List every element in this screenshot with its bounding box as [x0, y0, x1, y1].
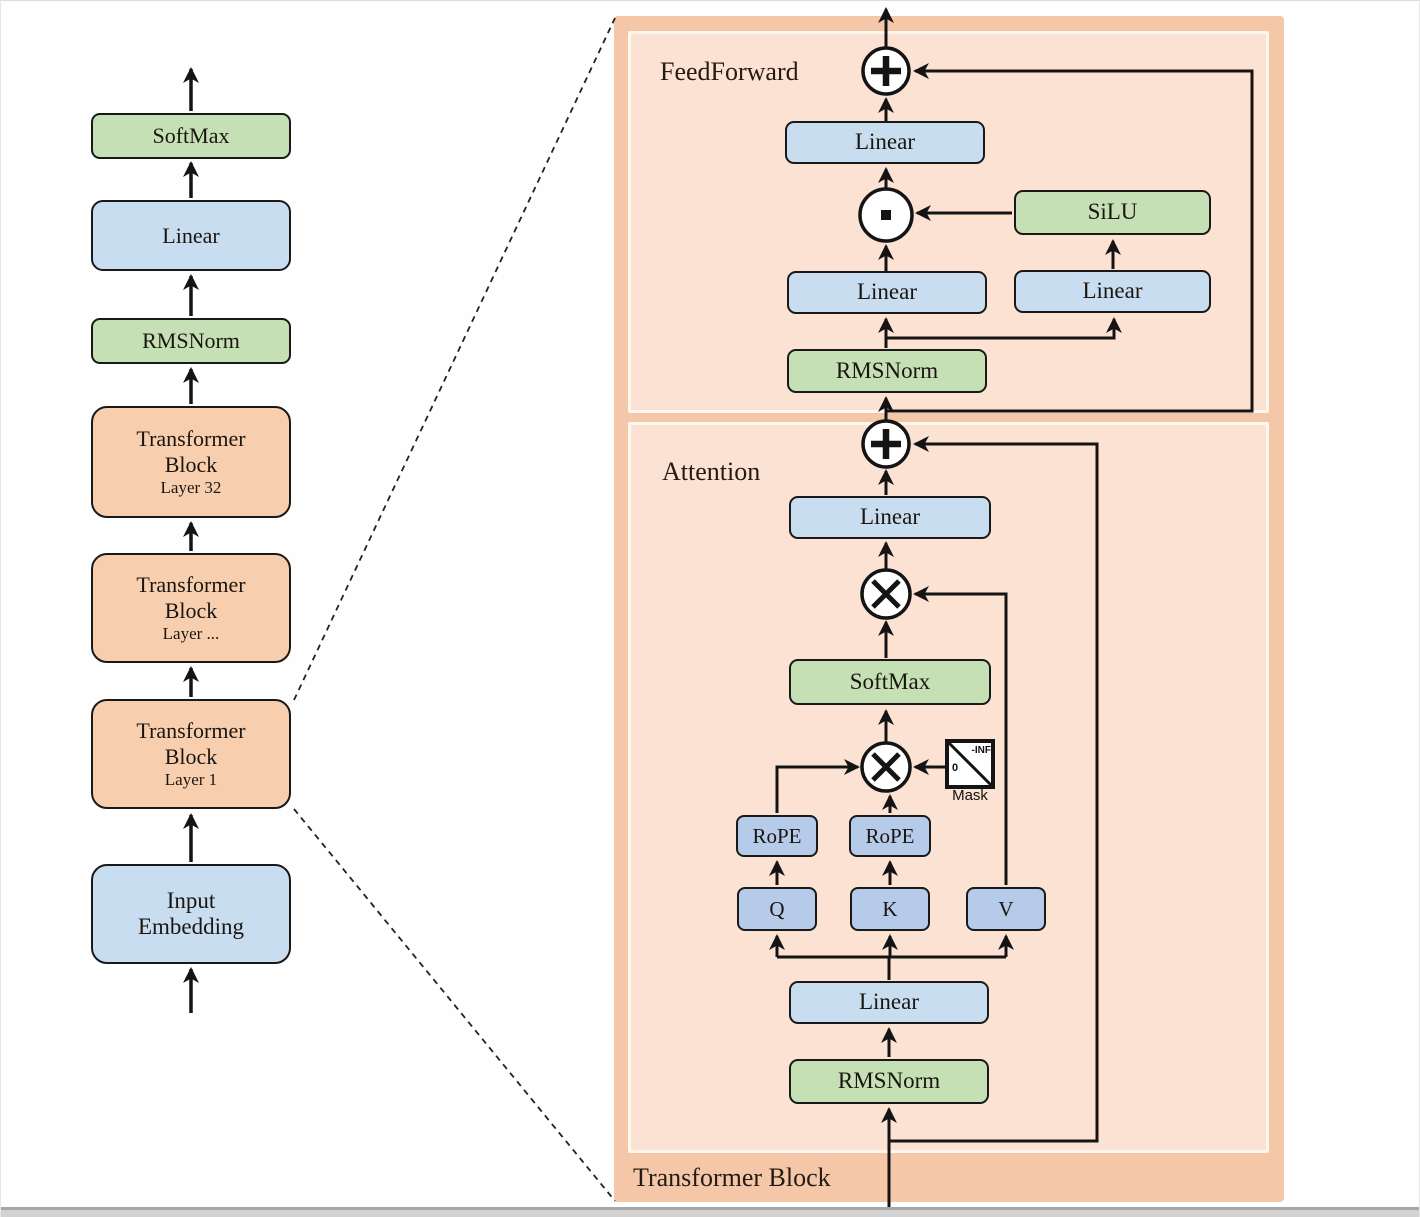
- box-label: K: [882, 896, 898, 921]
- box-label: Linear: [162, 222, 220, 248]
- window-frame-bottom: [1, 1207, 1419, 1217]
- mask-icon: [945, 739, 995, 789]
- attn-q: Q: [737, 887, 817, 931]
- layer-label: Layer 1: [164, 770, 218, 790]
- box-label: RMSNorm: [142, 328, 240, 354]
- box-label: Block: [164, 597, 218, 623]
- ff-silu: SiLU: [1014, 190, 1211, 235]
- pipeline-linear: Linear: [91, 200, 291, 271]
- pipeline-transformer-block-middle: Transformer Block Layer ...: [91, 553, 291, 663]
- layer-label: Layer 32: [160, 478, 222, 498]
- attention-wires: [769, 436, 1099, 1217]
- pipeline-transformer-block-32: Transformer Block Layer 32: [91, 406, 291, 518]
- box-label: Linear: [854, 129, 915, 155]
- rope-q-to-matmul-line: [775, 759, 860, 813]
- attn-rope-q: RoPE: [736, 815, 818, 857]
- feedforward-label: FeedForward: [660, 57, 799, 86]
- dashed-zoom-line-top: [293, 17, 616, 701]
- operator-nodes: [858, 46, 995, 793]
- matmul-icon: [860, 568, 912, 620]
- box-label: Linear: [859, 504, 920, 530]
- matmul-icon: [860, 741, 912, 793]
- box-label: Transformer: [136, 426, 246, 452]
- dashed-zoom-lines: [293, 17, 616, 1202]
- box-label: Linear: [858, 989, 919, 1015]
- box-label: RoPE: [752, 823, 802, 848]
- mask-label: Mask: [952, 787, 988, 804]
- box-label: Input: [166, 887, 216, 913]
- attn-v: V: [966, 887, 1046, 931]
- attn-k: K: [850, 887, 930, 931]
- rmsnorm-branch-arrow: [886, 317, 1122, 340]
- value-to-matmul-line: [913, 586, 1008, 885]
- box-label: Block: [164, 451, 218, 477]
- pipeline-transformer-block-1: Transformer Block Layer 1: [91, 699, 291, 809]
- box-label: SiLU: [1087, 199, 1138, 225]
- attn-softmax: SoftMax: [789, 659, 991, 705]
- ff-rmsnorm: RMSNorm: [787, 349, 987, 393]
- transformer-block-title: Transformer Block: [633, 1163, 831, 1192]
- pipeline-rmsnorm: RMSNorm: [91, 318, 291, 364]
- ff-linear-left: Linear: [787, 271, 987, 314]
- attn-linear-in: Linear: [789, 981, 989, 1024]
- ff-linear-out: Linear: [785, 121, 985, 164]
- attn-linear-out: Linear: [789, 496, 991, 539]
- attn-rmsnorm: RMSNorm: [789, 1059, 989, 1104]
- pipeline-input-embedding: Input Embedding: [91, 864, 291, 964]
- mask-zero-value: 0: [952, 762, 959, 774]
- box-label: SoftMax: [152, 123, 230, 149]
- box-label: Q: [769, 896, 785, 921]
- ff-linear-right: Linear: [1014, 270, 1211, 313]
- feedforward-residual-line: [886, 63, 1254, 413]
- attention-label: Attention: [662, 457, 761, 486]
- box-label: SoftMax: [849, 668, 931, 694]
- box-label: V: [998, 896, 1014, 921]
- pipeline-softmax: SoftMax: [91, 113, 291, 159]
- dashed-zoom-line-bottom: [293, 808, 616, 1202]
- elementwise-product-icon: [858, 187, 914, 243]
- layer-label: Layer ...: [162, 624, 220, 644]
- box-label: Linear: [856, 279, 917, 305]
- box-label: RoPE: [865, 823, 915, 848]
- box-label: RMSNorm: [835, 357, 939, 383]
- box-label: RMSNorm: [837, 1068, 941, 1094]
- box-label: Transformer: [136, 718, 246, 744]
- attn-rope-k: RoPE: [849, 815, 931, 857]
- mask-inf-value: -INF: [971, 745, 991, 756]
- box-label: Embedding: [137, 914, 245, 939]
- box-label: Transformer: [136, 572, 246, 598]
- feedforward-wires: [878, 7, 1254, 420]
- box-label: Linear: [1082, 278, 1143, 304]
- add-icon: [861, 419, 911, 469]
- add-icon: [861, 46, 911, 96]
- attention-residual-line: [889, 436, 1099, 1143]
- box-label: Block: [164, 743, 218, 769]
